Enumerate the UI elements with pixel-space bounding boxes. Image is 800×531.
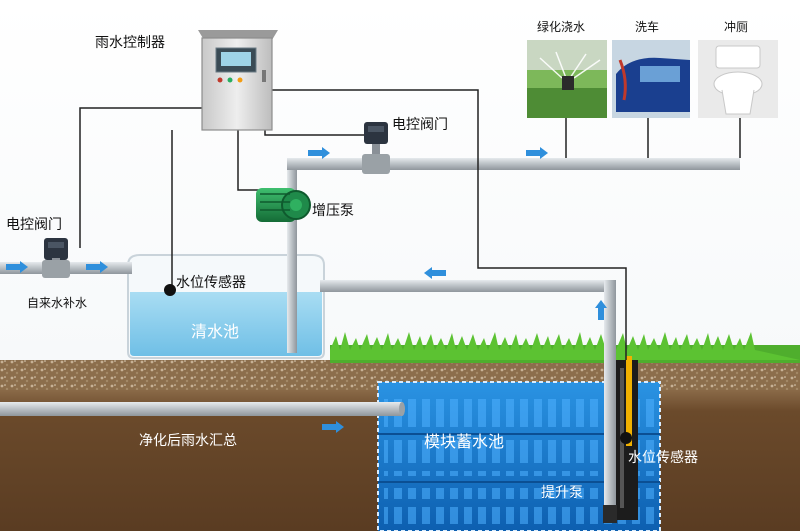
use-greening-picture <box>527 40 607 118</box>
valve-left-label: 电控阀门 <box>6 217 62 233</box>
underground-inflow-pipe <box>0 402 402 416</box>
arrow-icon <box>6 261 28 273</box>
grass <box>330 332 800 363</box>
purified-rainwater-label: 净化后雨水汇总 <box>139 433 237 449</box>
water-level-sensor-clear-label: 水位传感器 <box>176 275 246 291</box>
supply-pipe <box>287 158 740 170</box>
branch-lines <box>565 118 741 158</box>
return-pipe <box>320 280 616 292</box>
use-car-wash-picture <box>612 40 690 118</box>
valve-top-label: 电控阀门 <box>392 117 448 133</box>
lift-pump-label: 提升泵 <box>541 485 583 501</box>
use-car-wash-label: 洗车 <box>635 20 660 34</box>
arrow-icon <box>526 147 548 159</box>
use-toilet-label: 冲厕 <box>724 20 749 34</box>
water-level-sensor-clear-icon <box>164 284 176 296</box>
arrow-icon <box>424 267 446 279</box>
arrow-icon <box>86 261 108 273</box>
valve-top-icon <box>362 122 390 174</box>
pump-suction-pipe <box>287 215 297 353</box>
module-storage-tank-label: 模块蓄水池 <box>424 432 505 451</box>
arrow-icon <box>322 421 344 433</box>
booster-pump-label: 增压泵 <box>312 203 354 219</box>
use-toilet-picture <box>698 40 778 118</box>
clear-water-tank <box>127 254 325 359</box>
sensor-rod-storage <box>626 356 632 446</box>
clear-water-tank-label: 清水池 <box>191 322 240 341</box>
water-level-sensor-storage-icon <box>620 432 632 444</box>
arrow-icon <box>308 147 330 159</box>
valve-left-icon <box>42 238 70 278</box>
water-level-sensor-storage-label: 水位传感器 <box>628 450 698 466</box>
controller-cabinet-icon <box>198 30 278 131</box>
use-greening-label: 绿化浇水 <box>537 20 586 34</box>
flow-arrows <box>6 147 607 433</box>
controller-label: 雨水控制器 <box>95 35 165 51</box>
booster-pump-icon <box>256 188 311 222</box>
lift-riser-pipe <box>604 280 616 520</box>
arrow-icon <box>595 300 607 320</box>
tap-water-supply-label: 自来水补水 <box>27 296 88 310</box>
